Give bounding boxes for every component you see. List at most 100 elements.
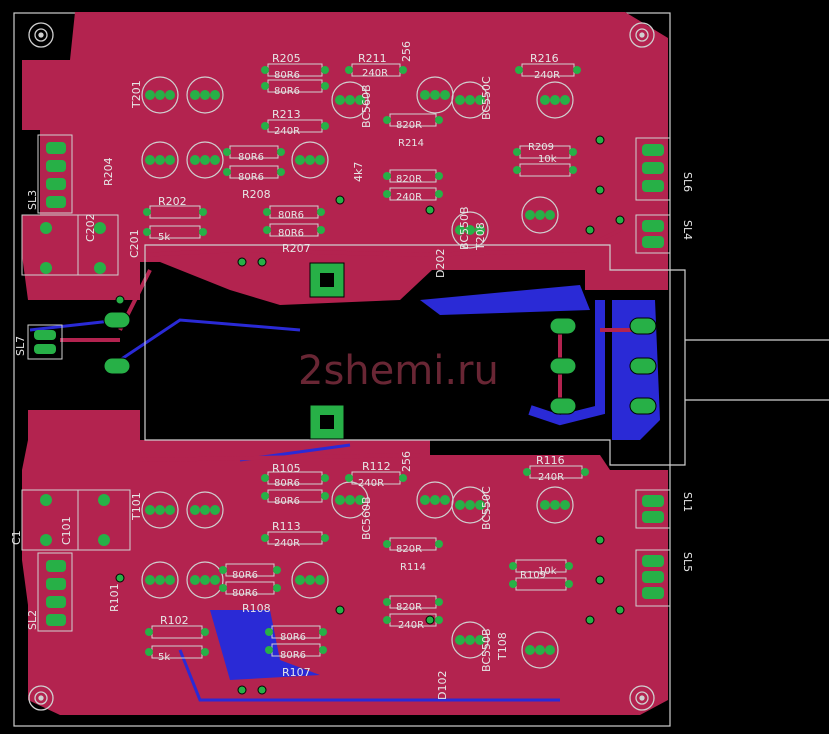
transistor-outline — [416, 481, 454, 519]
resistor-pad — [223, 168, 231, 176]
resistor-pad — [273, 566, 281, 574]
transistor-pad — [465, 225, 475, 235]
resistor-pad — [199, 208, 207, 216]
transistor-pad — [190, 90, 200, 100]
label-r110-val: 820R — [396, 602, 422, 613]
resistor-pad — [321, 492, 329, 500]
resistor-pad — [581, 468, 589, 476]
transistor-pad — [335, 95, 345, 105]
silk-labels: R205 80R6 80R6 R211 240R R213 240R R216 … — [10, 41, 694, 700]
resistor-pad — [265, 628, 273, 636]
top-trace-1 — [139, 228, 640, 462]
label-sl5: SL5 — [681, 552, 694, 572]
label-r210-val-b: 240R — [396, 192, 422, 203]
label-r116: R116 — [536, 454, 565, 467]
transistor-pad — [560, 500, 570, 510]
lower-copper-pour — [22, 410, 668, 715]
label-d202: D202 — [434, 249, 447, 278]
transistor-pad — [305, 155, 315, 165]
resistor-pad — [319, 646, 327, 654]
transistor-pad — [155, 155, 165, 165]
resistor-pad — [261, 534, 269, 542]
transistor-pad — [440, 90, 450, 100]
transistor-pad — [210, 505, 220, 515]
resistor-pad — [143, 228, 151, 236]
resistor-pad — [223, 148, 231, 156]
resistor-pad — [509, 580, 517, 588]
label-sl3: SL3 — [26, 190, 39, 210]
transistor-pad — [545, 210, 555, 220]
label-r207-val-a: 80R6 — [278, 210, 304, 221]
via — [615, 605, 625, 615]
transistor-pad — [200, 155, 210, 165]
connector-sl5 — [635, 549, 671, 607]
resistor-pad — [145, 628, 153, 636]
resistor-pad — [435, 598, 443, 606]
label-r108-val-b: 80R6 — [232, 588, 258, 599]
transistor-outline — [521, 196, 559, 234]
transistor-pad — [540, 95, 550, 105]
transistor-pad — [455, 500, 465, 510]
resistor-pad — [219, 584, 227, 592]
watermark: 2shemi.ru — [298, 348, 499, 394]
transistor-pad — [155, 505, 165, 515]
resistor-pad — [321, 474, 329, 482]
label-r105-val-a: 80R6 — [274, 478, 300, 489]
resistor-pad — [523, 468, 531, 476]
resistor-pad — [399, 474, 407, 482]
label-r216-val: 240R — [534, 70, 560, 81]
transistor-pad — [145, 505, 155, 515]
label-r114-val: 820R — [396, 544, 422, 555]
label-r113-val: 240R — [274, 538, 300, 549]
label-r204: R204 — [102, 157, 115, 186]
resistor-pad — [319, 628, 327, 636]
transistor-pad — [560, 95, 570, 105]
label-r211: R211 — [358, 52, 387, 65]
label-r107-val-b: 80R6 — [280, 650, 306, 661]
resistor-pad — [321, 66, 329, 74]
transistor-pad — [455, 225, 465, 235]
bottom-trace-1 — [29, 318, 560, 702]
resistor-pad — [435, 172, 443, 180]
transistor-outline — [416, 76, 454, 114]
label-r112-val: 240R — [358, 478, 384, 489]
transistor-outline — [186, 561, 224, 599]
transistor-outline — [186, 141, 224, 179]
transistor-pad — [465, 500, 475, 510]
label-r109: R109 — [520, 570, 546, 581]
via — [237, 685, 247, 695]
resistor-pad — [435, 116, 443, 124]
resistor-pad — [265, 646, 273, 654]
transistor-pad — [430, 495, 440, 505]
bottom-pour-mid — [420, 285, 590, 315]
via — [595, 185, 605, 195]
label-r214: R214 — [398, 138, 424, 149]
via — [595, 535, 605, 545]
label-bc550b-upper: BC550B — [458, 206, 471, 250]
resistor-pad — [261, 474, 269, 482]
label-c202: C202 — [84, 213, 97, 242]
resistor-pad — [513, 148, 521, 156]
label-r205: R205 — [272, 52, 301, 65]
transistor-outline — [451, 621, 489, 659]
transistor-outline — [291, 561, 329, 599]
transistor-pad — [145, 155, 155, 165]
connector-sl2 — [37, 552, 73, 632]
resistor-pad — [317, 226, 325, 234]
label-r210-val: 820R — [396, 174, 422, 185]
transistor-pad — [335, 495, 345, 505]
transistor-pad — [430, 90, 440, 100]
resistor-pad — [565, 562, 573, 570]
transistor-pad — [190, 575, 200, 585]
label-sl7: SL7 — [14, 336, 27, 356]
resistor-pad — [383, 172, 391, 180]
label-r105: R105 — [272, 462, 301, 475]
resistor-pad — [321, 82, 329, 90]
power-pads — [309, 262, 345, 440]
label-c201: C201 — [128, 229, 141, 258]
resistor-pad — [201, 648, 209, 656]
resistor-pad — [317, 208, 325, 216]
label-sl2: SL2 — [26, 610, 39, 630]
transistor-pad — [210, 155, 220, 165]
label-r202: R202 — [158, 195, 187, 208]
